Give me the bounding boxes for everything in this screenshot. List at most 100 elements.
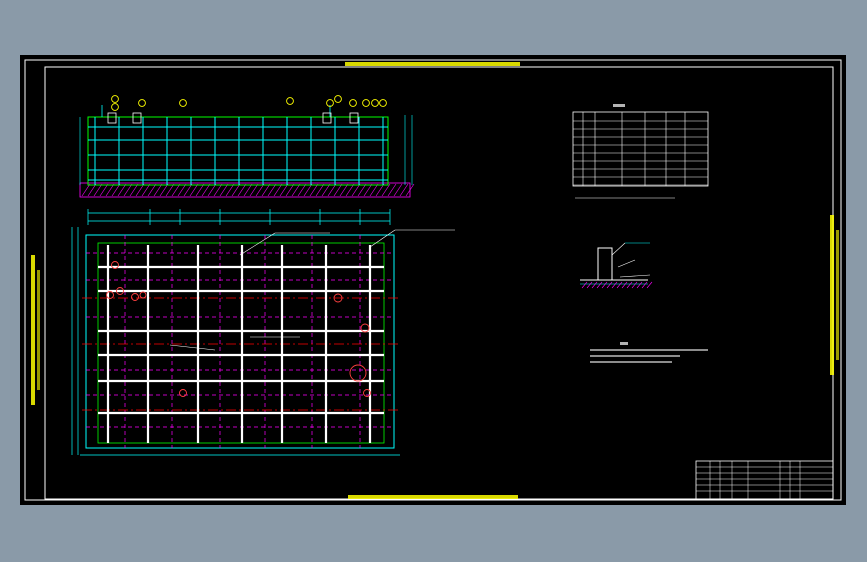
hatch-line	[285, 183, 295, 197]
hatch-line	[641, 281, 648, 289]
hatch-line	[631, 281, 638, 289]
hatch-line	[297, 183, 307, 197]
hatch-line	[207, 183, 217, 197]
hatch-line	[291, 183, 301, 197]
hatch-line	[586, 281, 593, 289]
anchor-bolt	[360, 323, 370, 333]
hatch-line	[165, 183, 175, 197]
hatch-line	[345, 183, 355, 197]
hatch-line	[591, 281, 598, 289]
hatch-line	[303, 183, 313, 197]
cad-drawing[interactable]	[20, 55, 846, 505]
hatch-line	[195, 183, 205, 197]
callout-bubble	[326, 99, 334, 107]
anchor-bolt	[349, 364, 367, 382]
hatch-line	[616, 281, 623, 289]
hatch-line	[183, 183, 193, 197]
hatch-line	[141, 183, 151, 197]
hatch-line	[105, 183, 115, 197]
hatch-line	[189, 183, 199, 197]
section-detail[interactable]	[580, 242, 653, 289]
callout-bubble	[334, 95, 342, 103]
hatch-line	[321, 183, 331, 197]
hatch-line	[237, 183, 247, 197]
anchor-bolt	[333, 293, 343, 303]
hatch-line	[381, 183, 391, 197]
anchor-bolt	[106, 291, 114, 299]
callout-bubble	[349, 99, 357, 107]
hatch-line	[581, 281, 588, 289]
hatch-line	[393, 183, 403, 197]
hatch-line	[646, 281, 653, 289]
callout-bubble	[362, 99, 370, 107]
hatch-line	[369, 183, 379, 197]
notes-block	[590, 342, 708, 363]
hatch-line	[357, 183, 367, 197]
hatch-line	[601, 281, 608, 289]
hatch-line	[99, 183, 109, 197]
hatch-line	[117, 183, 127, 197]
hatch-line	[147, 183, 157, 197]
hatch-line	[255, 183, 265, 197]
plan-view[interactable]	[71, 209, 455, 456]
parts-table[interactable]	[572, 104, 709, 199]
hatch-line	[333, 183, 343, 197]
hatch-line	[621, 281, 628, 289]
callout-bubble	[138, 99, 146, 107]
hatch-line	[606, 281, 613, 289]
hatch-line	[387, 183, 397, 197]
hatch-line	[219, 183, 229, 197]
hatch-line	[123, 183, 133, 197]
hatch-line	[399, 183, 409, 197]
callout-bubble	[111, 103, 119, 111]
hatch-line	[267, 183, 277, 197]
hatch-line	[375, 183, 385, 197]
callout-bubble	[379, 99, 387, 107]
hatch-line	[177, 183, 187, 197]
hatch-line	[261, 183, 271, 197]
hatch-line	[171, 183, 181, 197]
hatch-line	[405, 183, 415, 197]
anchor-bolt	[139, 291, 147, 299]
hatch-line	[363, 183, 373, 197]
hatch-line	[249, 183, 259, 197]
left-note-glyphs	[31, 255, 40, 405]
anchor-bolt	[179, 389, 187, 397]
sheet-title-glyphs	[345, 62, 520, 66]
hatch-line	[309, 183, 319, 197]
anchor-bolt	[111, 261, 119, 269]
hatch-line	[315, 183, 325, 197]
anchor-bolt	[363, 389, 371, 397]
hatch-line	[231, 183, 241, 197]
hatch-line	[243, 183, 253, 197]
cad-viewport[interactable]	[20, 55, 846, 505]
hatch-line	[339, 183, 349, 197]
hatch-line	[626, 281, 633, 289]
hatch-line	[213, 183, 223, 197]
hatch-line	[153, 183, 163, 197]
hatch-line	[279, 183, 289, 197]
hatch-line	[636, 281, 643, 289]
hatch-line	[225, 183, 235, 197]
hatch-line	[201, 183, 211, 197]
bottom-caption-glyphs	[348, 495, 518, 499]
right-note-glyphs	[830, 215, 839, 375]
hatch-line	[111, 183, 121, 197]
title-block[interactable]	[695, 460, 834, 500]
hatch-line	[611, 281, 618, 289]
callout-bubble	[179, 99, 187, 107]
hatch-line	[81, 183, 91, 197]
hatch-line	[327, 183, 337, 197]
hatch-line	[596, 281, 603, 289]
elevation-view[interactable]	[79, 95, 415, 198]
hatch-line	[135, 183, 145, 197]
hatch-line	[159, 183, 169, 197]
callout-bubble	[111, 95, 119, 103]
anchor-bolt	[116, 287, 124, 295]
hatch-line	[87, 183, 97, 197]
hatch-line	[93, 183, 103, 197]
hatch-line	[129, 183, 139, 197]
hatch-line	[351, 183, 361, 197]
anchor-bolt	[131, 293, 139, 301]
hatch-line	[273, 183, 283, 197]
